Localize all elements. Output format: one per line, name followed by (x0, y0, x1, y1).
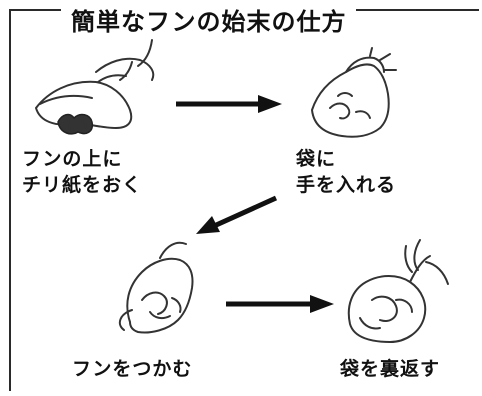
diagram-title: 簡単なフンの始末の仕方 (71, 8, 347, 36)
step2-line1: 袋に (296, 148, 337, 170)
title-container: 簡単なフンの始末の仕方 (61, 8, 357, 36)
step3-caption: フンをつかむ (72, 356, 192, 382)
step1-illustration (35, 39, 155, 135)
step1-caption: フンの上に チリ紙をおく (22, 146, 142, 198)
dropping-shape (57, 113, 94, 135)
step1-line1: フンの上に (22, 148, 123, 170)
step2-illustration (311, 47, 397, 138)
step4-line1: 袋を裏返す (340, 358, 441, 380)
arrow-right-1 (176, 95, 282, 113)
step1-line2: チリ紙をおく (22, 174, 143, 196)
diagram-frame: 簡単なフンの始末の仕方 (9, 9, 479, 391)
arrow-right-2 (226, 295, 334, 313)
step4-caption: 袋を裏返す (340, 356, 440, 382)
reversed-bag (347, 275, 427, 343)
bag-shape (311, 63, 390, 138)
bag-grip (126, 257, 194, 334)
step3-line1: フンをつかむ (72, 358, 193, 380)
step4-illustration (347, 239, 449, 343)
arrow-diagonal (196, 195, 278, 234)
step3-illustration (118, 241, 194, 334)
step2-line2: 手を入れる (296, 174, 397, 196)
step2-caption: 袋に 手を入れる (296, 146, 396, 198)
